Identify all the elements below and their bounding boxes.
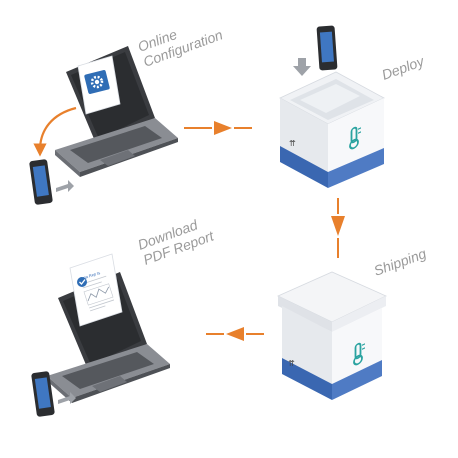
laptop-config [55, 46, 178, 177]
box-band-left [282, 358, 332, 400]
step-label-deploy: Deploy [380, 53, 427, 83]
box-band-right [332, 360, 382, 400]
open-box: ⇈ [279, 71, 385, 188]
phone-icon [31, 371, 55, 417]
gear-icon [90, 75, 104, 89]
chart-document-icon: Data Rep ts [69, 253, 123, 327]
config-to-phone-arrow [33, 106, 77, 157]
thermometer-icon [353, 342, 365, 366]
report-doc-title: Data Rep ts [79, 270, 101, 281]
closed-box: ⇈ [277, 271, 387, 400]
phone-icon [29, 159, 53, 205]
check-icon [77, 277, 87, 287]
deploy-down-arrow [293, 58, 311, 76]
this-side-up-icon: ⇈ [288, 359, 295, 368]
thermometer-icon [349, 126, 361, 150]
step-label-config: Online Configuration [136, 11, 225, 70]
arrow-config-to-deploy [184, 121, 252, 135]
arrow-shipping-to-download [206, 327, 264, 341]
box-band-left [280, 146, 328, 188]
phone-sync-arrow [58, 392, 76, 404]
config-document [77, 55, 121, 115]
box-band-right [328, 148, 384, 188]
phone-sync-arrow [56, 180, 74, 192]
this-side-up-icon: ⇈ [289, 139, 296, 148]
arrow-deploy-to-shipping [331, 198, 345, 258]
deploy-phone-icon [316, 25, 338, 71]
step-label-shipping: Shipping [372, 245, 429, 279]
step-label-download: Download PDF Report [136, 212, 217, 268]
